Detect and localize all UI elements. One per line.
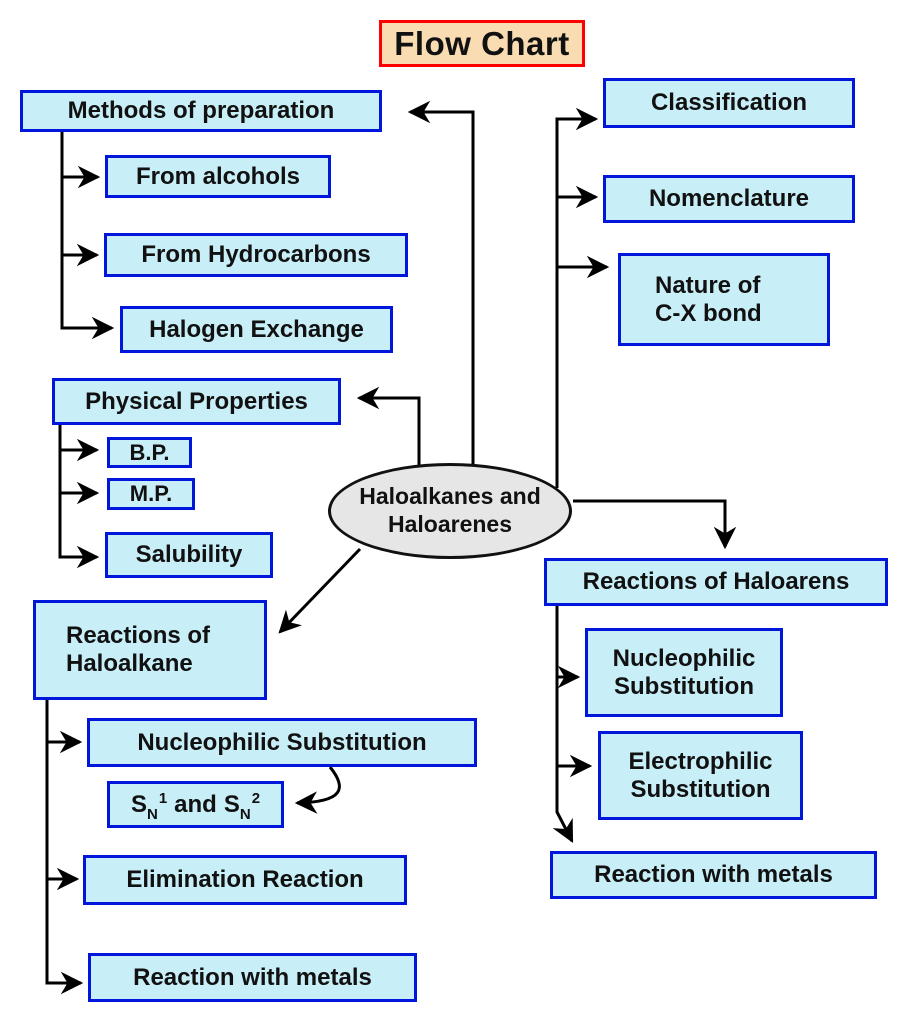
node-halogen-exchange: Halogen Exchange <box>120 306 393 353</box>
node-haloalkanes-haloarenes: Haloalkanes and Haloarenes <box>328 463 572 559</box>
connector-center-to-classification <box>555 107 599 488</box>
node-solubility: Salubility <box>105 532 273 578</box>
connector-nucleophilic-to-sn <box>294 766 341 814</box>
sn2-superscript: 2 <box>251 789 261 807</box>
node-label: Methods of preparation <box>67 97 335 125</box>
node-label: Reaction with metals <box>594 861 833 889</box>
node-label-line1: Haloalkanes and <box>359 483 541 510</box>
connector-center-to-reactions-haloalkane <box>278 547 362 634</box>
node-elimination-reaction: Elimination Reaction <box>83 855 407 905</box>
node-label-line2: Substitution <box>614 672 754 700</box>
node-physical-properties: Physical Properties <box>52 378 341 425</box>
connector-physical-spine <box>58 425 100 569</box>
node-boiling-point: B.P. <box>107 437 192 468</box>
node-label-line1: Electrophilic <box>628 747 773 775</box>
sn1-subscript: N <box>146 805 158 823</box>
node-label: Salubility <box>135 541 243 569</box>
node-melting-point: M.P. <box>107 478 195 510</box>
node-nature-of-cx-bond: Nature of C-X bond <box>618 253 830 346</box>
node-label: Classification <box>650 89 808 117</box>
node-label: Halogen Exchange <box>149 315 364 343</box>
sn-and-text: and <box>174 790 217 818</box>
node-label-line1: Nucleophilic <box>612 644 756 672</box>
sn1-superscript: 1 <box>158 789 168 807</box>
node-label-line2: Haloalkane <box>66 650 193 677</box>
title-box: Flow Chart <box>379 20 585 67</box>
sn1-symbol: S <box>130 790 147 818</box>
node-from-alcohols: From alcohols <box>105 155 331 198</box>
connector-haloalkane-spine <box>45 700 84 995</box>
title-label: Flow Chart <box>394 24 570 62</box>
connector-haloarens-spine <box>552 606 574 843</box>
node-from-hydrocarbons: From Hydrocarbons <box>104 233 408 277</box>
node-label: Physical Properties <box>85 387 308 415</box>
node-label: Elimination Reaction <box>126 866 364 894</box>
node-nomenclature: Nomenclature <box>603 175 855 223</box>
node-label-line2: Haloarenes <box>387 511 512 537</box>
node-classification: Classification <box>603 78 855 128</box>
connector-methods-spine <box>60 132 115 340</box>
node-electrophilic-substitution: Electrophilic Substitution <box>598 731 803 820</box>
node-label-line1: Nature of <box>655 271 761 299</box>
node-nucleophilic-substitution-right: Nucleophilic Substitution <box>585 628 783 717</box>
node-label: Reaction with metals <box>133 963 372 991</box>
connector-center-to-physical <box>356 386 421 466</box>
connector-center-to-methods <box>407 100 475 464</box>
node-label: From Hydrocarbons <box>141 241 371 269</box>
node-methods-of-preparation: Methods of preparation <box>20 90 382 132</box>
connector-center-to-reactions-haloarens <box>573 499 737 550</box>
node-reactions-of-haloalkane: Reactions of Haloalkane <box>33 600 267 700</box>
node-label: Reactions of Haloarens <box>582 568 850 596</box>
node-label: Nomenclature <box>648 185 810 213</box>
node-label: Nucleophilic Substitution <box>137 728 427 756</box>
node-reaction-with-metals-right: Reaction with metals <box>550 851 877 899</box>
node-label-line2: C-X bond <box>655 299 762 327</box>
node-label: M.P. <box>129 481 173 507</box>
node-reaction-with-metals-left: Reaction with metals <box>88 953 417 1002</box>
node-label: B.P. <box>129 439 170 465</box>
node-nucleophilic-substitution-left: Nucleophilic Substitution <box>87 718 477 767</box>
node-reactions-of-haloarens: Reactions of Haloarens <box>544 558 888 606</box>
node-label-line1: Reactions of <box>66 622 211 650</box>
sn2-subscript: N <box>239 805 251 823</box>
sn2-symbol: S <box>223 790 240 818</box>
node-label-line2: Substitution <box>630 775 771 803</box>
node-label: From alcohols <box>135 162 301 190</box>
